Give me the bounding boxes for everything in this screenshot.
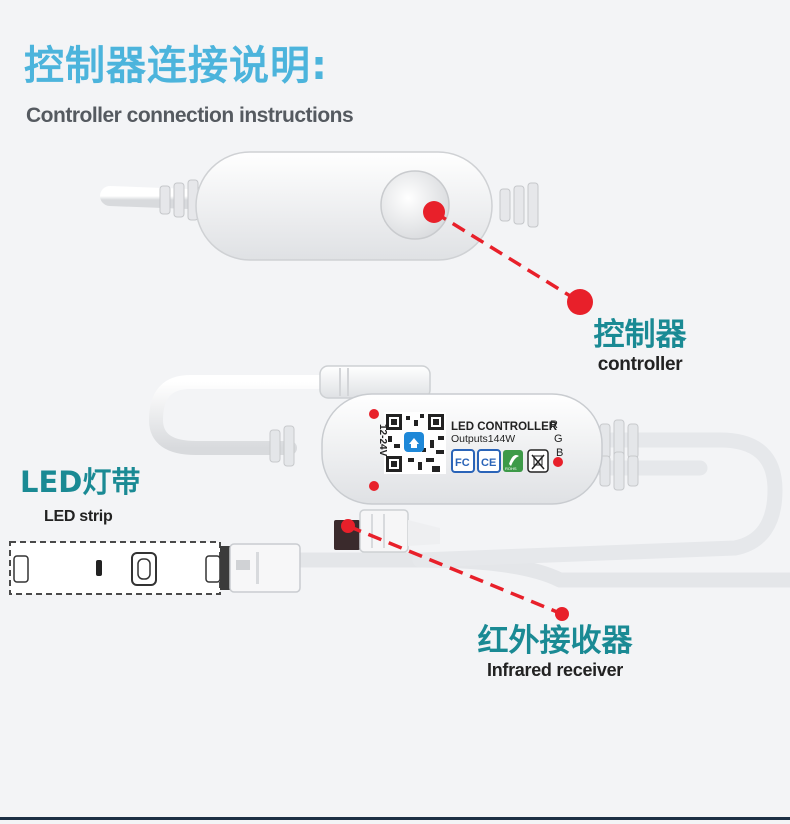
weee-bin-icon — [527, 449, 549, 473]
svg-text:FC: FC — [455, 457, 470, 469]
badge-fc: FC — [451, 449, 475, 473]
pointer-controller — [423, 201, 593, 315]
channel-g: G — [554, 433, 563, 445]
dc-jack — [319, 365, 431, 399]
callout-ir-receiver-en: Infrared receiver — [487, 659, 623, 680]
callout-led-strip: LED灯带 LED strip — [20, 465, 160, 527]
device-voltage: 12-24V — [377, 424, 388, 457]
device-output: Outputs144W — [451, 433, 515, 445]
device-name: LED CONTROLLER — [451, 421, 558, 433]
pointer-ir — [341, 519, 569, 621]
channel-r: R — [550, 419, 558, 431]
callout-controller-cn: 控制器 — [593, 317, 687, 353]
callout-ir-receiver-cn: 红外接收器 — [477, 623, 633, 659]
callout-controller: 控制器 controller — [560, 317, 720, 376]
callout-led-strip-cn: LED灯带 — [20, 465, 141, 499]
qr-code — [384, 412, 446, 474]
badge-rohs: ROHS — [503, 450, 523, 472]
page-title: 控制器连接说明: — [24, 43, 328, 89]
svg-text:CE: CE — [481, 457, 496, 469]
inline-switch — [100, 151, 590, 261]
led-strip — [9, 541, 301, 595]
badge-ce: CE — [477, 449, 501, 473]
callout-ir-receiver: 红外接收器 Infrared receiver — [470, 623, 640, 681]
svg-text:ROHS: ROHS — [505, 466, 517, 471]
page-subtitle: Controller connection instructions — [26, 104, 354, 127]
bottom-divider — [0, 817, 790, 820]
callout-controller-en: controller — [597, 353, 683, 375]
channel-b: B — [556, 447, 563, 459]
callout-led-strip-en: LED strip — [44, 508, 113, 526]
led-controller: LED CONTROLLER Outputs144W 12-24V R G B … — [321, 393, 603, 505]
ir-receiver — [334, 509, 440, 553]
